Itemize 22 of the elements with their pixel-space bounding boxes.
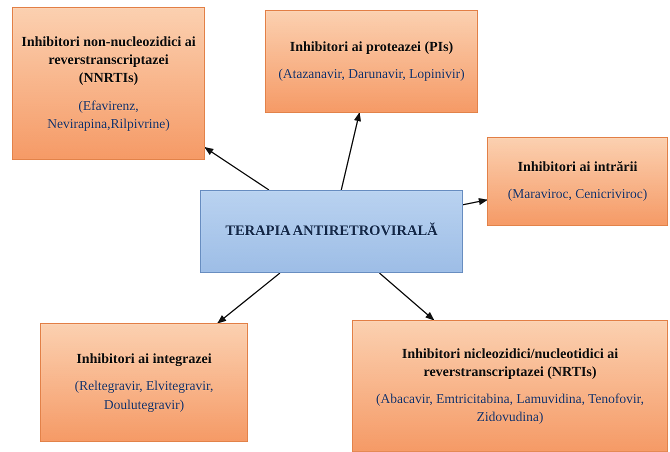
- arrow: [217, 272, 280, 324]
- drug-list: (Reltegravir, Elvitegravir, Doulutegravir): [49, 377, 239, 414]
- arrow: [340, 112, 362, 190]
- class-heading: Inhibitori ai integrazei: [76, 351, 212, 370]
- drug-list: (Abacavir, Emtricitabina, Lamuvidina, Tenofovir, Zidovudina): [361, 390, 659, 426]
- drug-class-box: [40, 323, 248, 442]
- arrow: [462, 198, 488, 206]
- class-heading: Inhibitori ai intrării: [518, 159, 638, 178]
- drug-list: (Atazanavir, Darunavir, Lopinivir): [278, 65, 465, 84]
- class-heading: Inhibitori ai proteazei (PIs): [290, 39, 454, 58]
- central-box: [200, 190, 463, 273]
- drug-class-box: [487, 137, 668, 226]
- drug-list: (Maraviroc, Cenicriviroc): [508, 185, 648, 204]
- drug-class-box: [12, 7, 205, 160]
- drug-class-box: [352, 320, 668, 452]
- arrow: [379, 272, 434, 321]
- title-text: TERAPIA ANTIRETROVIRALĂ: [225, 223, 438, 240]
- arrow: [204, 147, 270, 191]
- class-heading: Inhibitori nicleozidici/nucleotidici ai reverstranscriptazei (NRTIs): [400, 346, 620, 382]
- drug-list: (Efavirenz, Nevirapina,Rilpivrine): [21, 96, 196, 133]
- class-heading: Inhibitori non-nucleozidici ai reverstranscriptazei (NNRTIs): [21, 34, 196, 88]
- drug-class-box: [265, 10, 478, 113]
